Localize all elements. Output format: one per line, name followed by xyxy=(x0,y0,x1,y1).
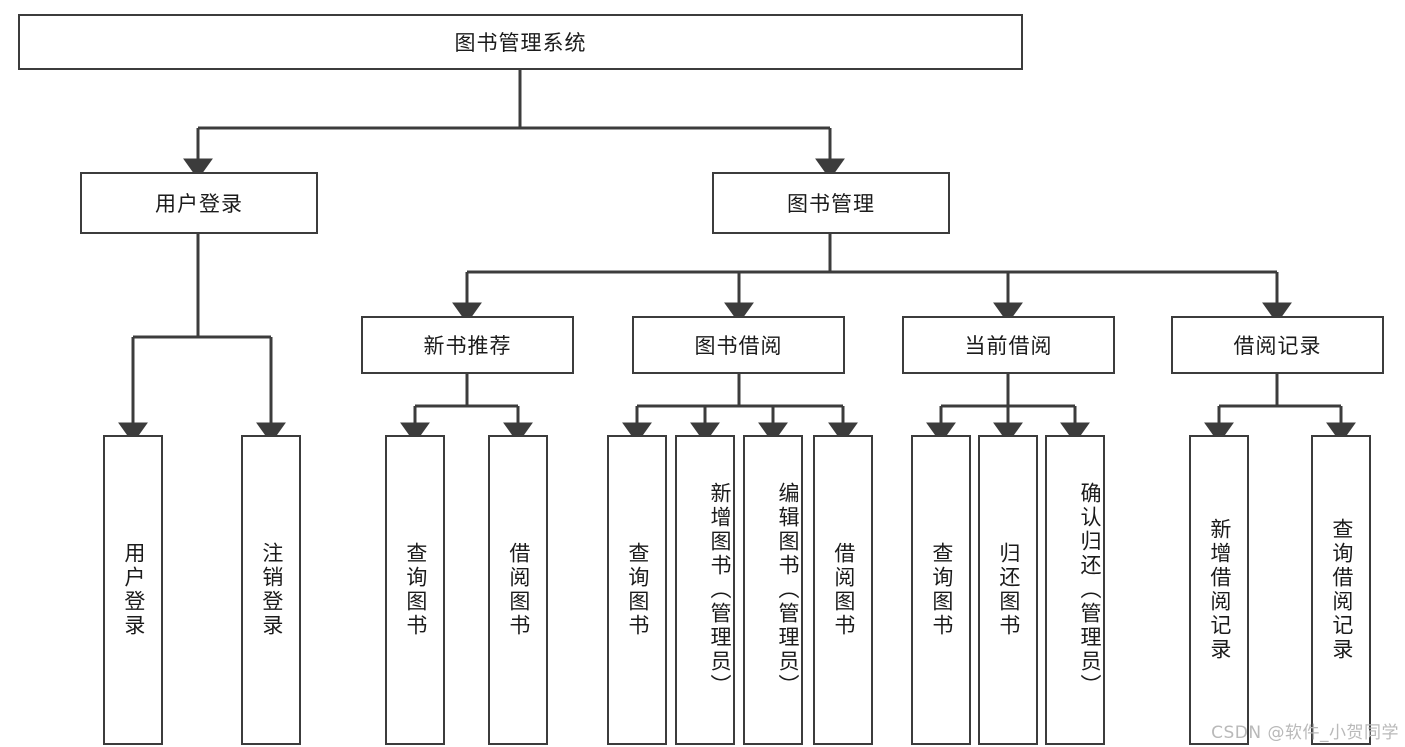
leaf-borrow-books-new-book[interactable]: 借阅图书 xyxy=(488,435,548,745)
leaf-user-login[interactable]: 用户登录 xyxy=(103,435,163,745)
node-label: 编辑图书（管理员） xyxy=(776,482,800,698)
node-label: 用户登录 xyxy=(155,192,243,216)
leaf-confirm-return-admin[interactable]: 确认归还（管理员） xyxy=(1045,435,1105,745)
node-new-book-recommendation[interactable]: 新书推荐 xyxy=(361,316,574,374)
node-book-borrowing[interactable]: 图书借阅 xyxy=(632,316,845,374)
node-label: 查询借阅记录 xyxy=(1329,518,1354,662)
leaf-query-books-current[interactable]: 查询图书 xyxy=(911,435,971,745)
node-book-management[interactable]: 图书管理 xyxy=(712,172,950,234)
node-label: 新增图书（管理员） xyxy=(708,482,732,698)
node-label: 查询图书 xyxy=(403,542,428,638)
leaf-query-borrow-record[interactable]: 查询借阅记录 xyxy=(1311,435,1371,745)
node-root-book-management-system[interactable]: 图书管理系统 xyxy=(18,14,1023,70)
node-user-login[interactable]: 用户登录 xyxy=(80,172,318,234)
node-label: 当前借阅 xyxy=(964,334,1053,358)
node-label: 图书借阅 xyxy=(694,334,783,358)
node-label: 图书管理 xyxy=(787,192,875,216)
leaf-borrow-books[interactable]: 借阅图书 xyxy=(813,435,873,745)
node-label: 查询图书 xyxy=(625,542,650,638)
leaf-logout[interactable]: 注销登录 xyxy=(241,435,301,745)
node-label: 确认归还（管理员） xyxy=(1078,482,1102,698)
leaf-query-books-borrow[interactable]: 查询图书 xyxy=(607,435,667,745)
node-borrowing-record[interactable]: 借阅记录 xyxy=(1171,316,1384,374)
node-label: 用户登录 xyxy=(121,542,146,638)
leaf-edit-book-admin[interactable]: 编辑图书（管理员） xyxy=(743,435,803,745)
node-label: 借阅记录 xyxy=(1233,334,1322,358)
node-label: 借阅图书 xyxy=(831,542,856,638)
node-current-borrowing[interactable]: 当前借阅 xyxy=(902,316,1115,374)
node-label: 查询图书 xyxy=(929,542,954,638)
node-label: 新书推荐 xyxy=(423,334,512,358)
node-label: 借阅图书 xyxy=(506,542,531,638)
leaf-add-borrow-record[interactable]: 新增借阅记录 xyxy=(1189,435,1249,745)
leaf-return-books[interactable]: 归还图书 xyxy=(978,435,1038,745)
leaf-add-book-admin[interactable]: 新增图书（管理员） xyxy=(675,435,735,745)
node-label: 图书管理系统 xyxy=(454,31,587,55)
node-label: 归还图书 xyxy=(996,542,1021,638)
node-label: 新增借阅记录 xyxy=(1207,518,1232,662)
leaf-query-books-new-book[interactable]: 查询图书 xyxy=(385,435,445,745)
node-label: 注销登录 xyxy=(259,542,284,638)
